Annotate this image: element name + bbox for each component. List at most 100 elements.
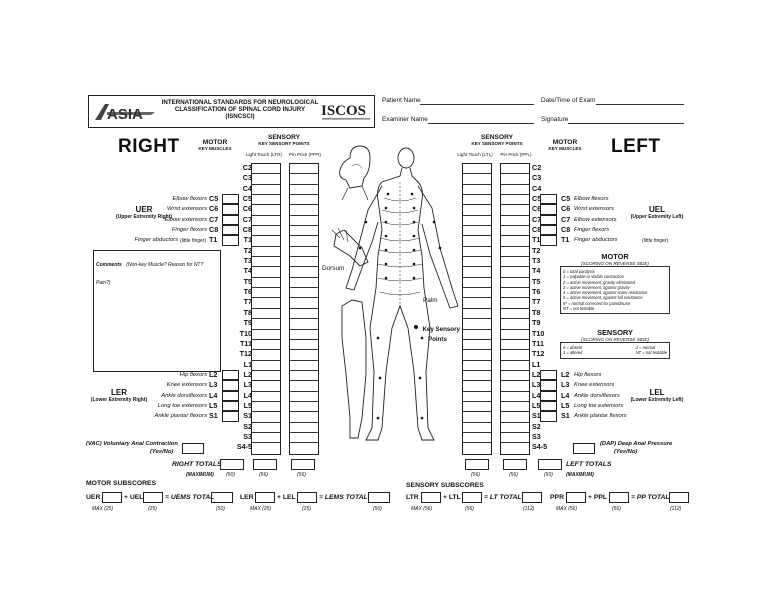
sensory-score-cell[interactable] (252, 226, 280, 237)
sensory-score-cell[interactable] (463, 319, 491, 330)
sensory-score-cell[interactable] (252, 185, 280, 196)
sensory-score-cell[interactable] (290, 371, 318, 382)
right-motor-score-box[interactable] (222, 214, 239, 226)
sensory-score-cell[interactable] (463, 195, 491, 206)
sensory-score-cell[interactable] (290, 402, 318, 413)
sensory-score-cell[interactable] (463, 361, 491, 371)
pp-total-input[interactable] (669, 492, 689, 503)
sensory-score-cell[interactable] (252, 164, 280, 175)
sensory-score-cell[interactable] (252, 412, 280, 423)
sensory-score-cell[interactable] (252, 443, 280, 453)
sensory-score-cell[interactable] (501, 350, 529, 361)
sensory-score-cell[interactable] (501, 443, 529, 453)
sensory-score-cell[interactable] (501, 361, 529, 371)
sensory-score-cell[interactable] (501, 309, 529, 320)
sensory-score-cell[interactable] (463, 330, 491, 340)
sensory-score-cell[interactable] (252, 381, 280, 392)
left-pp-total[interactable] (503, 459, 527, 470)
vac-input[interactable] (182, 443, 204, 454)
left-lt-total[interactable] (465, 459, 489, 470)
sensory-score-cell[interactable] (501, 205, 529, 216)
sensory-score-cell[interactable] (290, 257, 318, 268)
sensory-score-cell[interactable] (290, 309, 318, 320)
right-motor-score-box[interactable] (222, 390, 239, 402)
sensory-score-cell[interactable] (290, 226, 318, 237)
sensory-score-cell[interactable] (463, 267, 491, 278)
sensory-score-cell[interactable] (463, 423, 491, 433)
right-motor-score-box[interactable] (222, 225, 239, 236)
ltr-subscore-input[interactable] (421, 492, 441, 503)
sensory-score-cell[interactable] (463, 236, 491, 247)
comments-box[interactable]: Comments (Non-key Muscle? Reason for NT?… (93, 250, 221, 372)
sensory-score-cell[interactable] (501, 288, 529, 299)
exam-date-field[interactable] (596, 96, 684, 105)
sensory-score-cell[interactable] (463, 164, 491, 175)
uems-total-input[interactable] (211, 492, 233, 503)
sensory-score-cell[interactable] (290, 288, 318, 299)
sensory-score-cell[interactable] (463, 247, 491, 258)
sensory-score-cell[interactable] (290, 381, 318, 392)
sensory-score-cell[interactable] (463, 288, 491, 299)
sensory-score-cell[interactable] (501, 226, 529, 237)
left-motor-score-box[interactable] (540, 194, 557, 205)
sensory-score-cell[interactable] (501, 247, 529, 258)
sensory-score-cell[interactable] (501, 402, 529, 413)
sensory-score-cell[interactable] (463, 216, 491, 227)
lel-subscore-input[interactable] (297, 492, 317, 503)
sensory-score-cell[interactable] (501, 371, 529, 382)
right-motor-score-box[interactable] (222, 401, 239, 412)
sensory-score-cell[interactable] (463, 350, 491, 361)
sensory-score-cell[interactable] (290, 433, 318, 444)
sensory-score-cell[interactable] (252, 205, 280, 216)
right-motor-score-box[interactable] (222, 194, 239, 205)
ppr-subscore-input[interactable] (566, 492, 586, 503)
sensory-score-cell[interactable] (501, 185, 529, 196)
right-motor-score-box[interactable] (222, 204, 239, 215)
sensory-score-cell[interactable] (501, 330, 529, 340)
sensory-score-cell[interactable] (290, 195, 318, 206)
sensory-score-cell[interactable] (252, 195, 280, 206)
sensory-score-cell[interactable] (290, 412, 318, 423)
sensory-score-cell[interactable] (501, 278, 529, 289)
sensory-score-cell[interactable] (290, 330, 318, 340)
lt-total-input[interactable] (522, 492, 542, 503)
sensory-score-cell[interactable] (252, 278, 280, 289)
ler-subscore-input[interactable] (255, 492, 275, 503)
sensory-score-cell[interactable] (290, 350, 318, 361)
sensory-score-cell[interactable] (290, 267, 318, 278)
right-lt-total[interactable] (253, 459, 277, 470)
left-motor-score-box[interactable] (540, 214, 557, 226)
sensory-score-cell[interactable] (252, 319, 280, 330)
sensory-score-cell[interactable] (252, 247, 280, 258)
sensory-score-cell[interactable] (463, 433, 491, 444)
sensory-score-cell[interactable] (463, 340, 491, 351)
sensory-score-cell[interactable] (463, 402, 491, 413)
sensory-score-cell[interactable] (463, 381, 491, 392)
sensory-score-cell[interactable] (252, 288, 280, 299)
sensory-score-cell[interactable] (463, 309, 491, 320)
sensory-score-cell[interactable] (290, 174, 318, 185)
sensory-score-cell[interactable] (290, 216, 318, 227)
signature-field[interactable] (568, 115, 684, 124)
sensory-score-cell[interactable] (252, 216, 280, 227)
left-motor-score-box[interactable] (540, 204, 557, 215)
sensory-score-cell[interactable] (252, 236, 280, 247)
sensory-score-cell[interactable] (252, 423, 280, 433)
sensory-score-cell[interactable] (290, 423, 318, 433)
sensory-score-cell[interactable] (463, 205, 491, 216)
sensory-score-cell[interactable] (501, 433, 529, 444)
sensory-score-cell[interactable] (501, 298, 529, 309)
right-motor-score-box[interactable] (222, 235, 239, 246)
sensory-score-cell[interactable] (290, 319, 318, 330)
left-motor-score-box[interactable] (540, 370, 557, 381)
sensory-score-cell[interactable] (463, 392, 491, 402)
sensory-score-cell[interactable] (252, 257, 280, 268)
sensory-score-cell[interactable] (252, 361, 280, 371)
sensory-score-cell[interactable] (501, 257, 529, 268)
left-motor-score-box[interactable] (540, 401, 557, 412)
sensory-score-cell[interactable] (290, 247, 318, 258)
left-motor-score-box[interactable] (540, 390, 557, 402)
examiner-name-field[interactable] (428, 115, 534, 124)
sensory-score-cell[interactable] (501, 392, 529, 402)
sensory-score-cell[interactable] (501, 267, 529, 278)
